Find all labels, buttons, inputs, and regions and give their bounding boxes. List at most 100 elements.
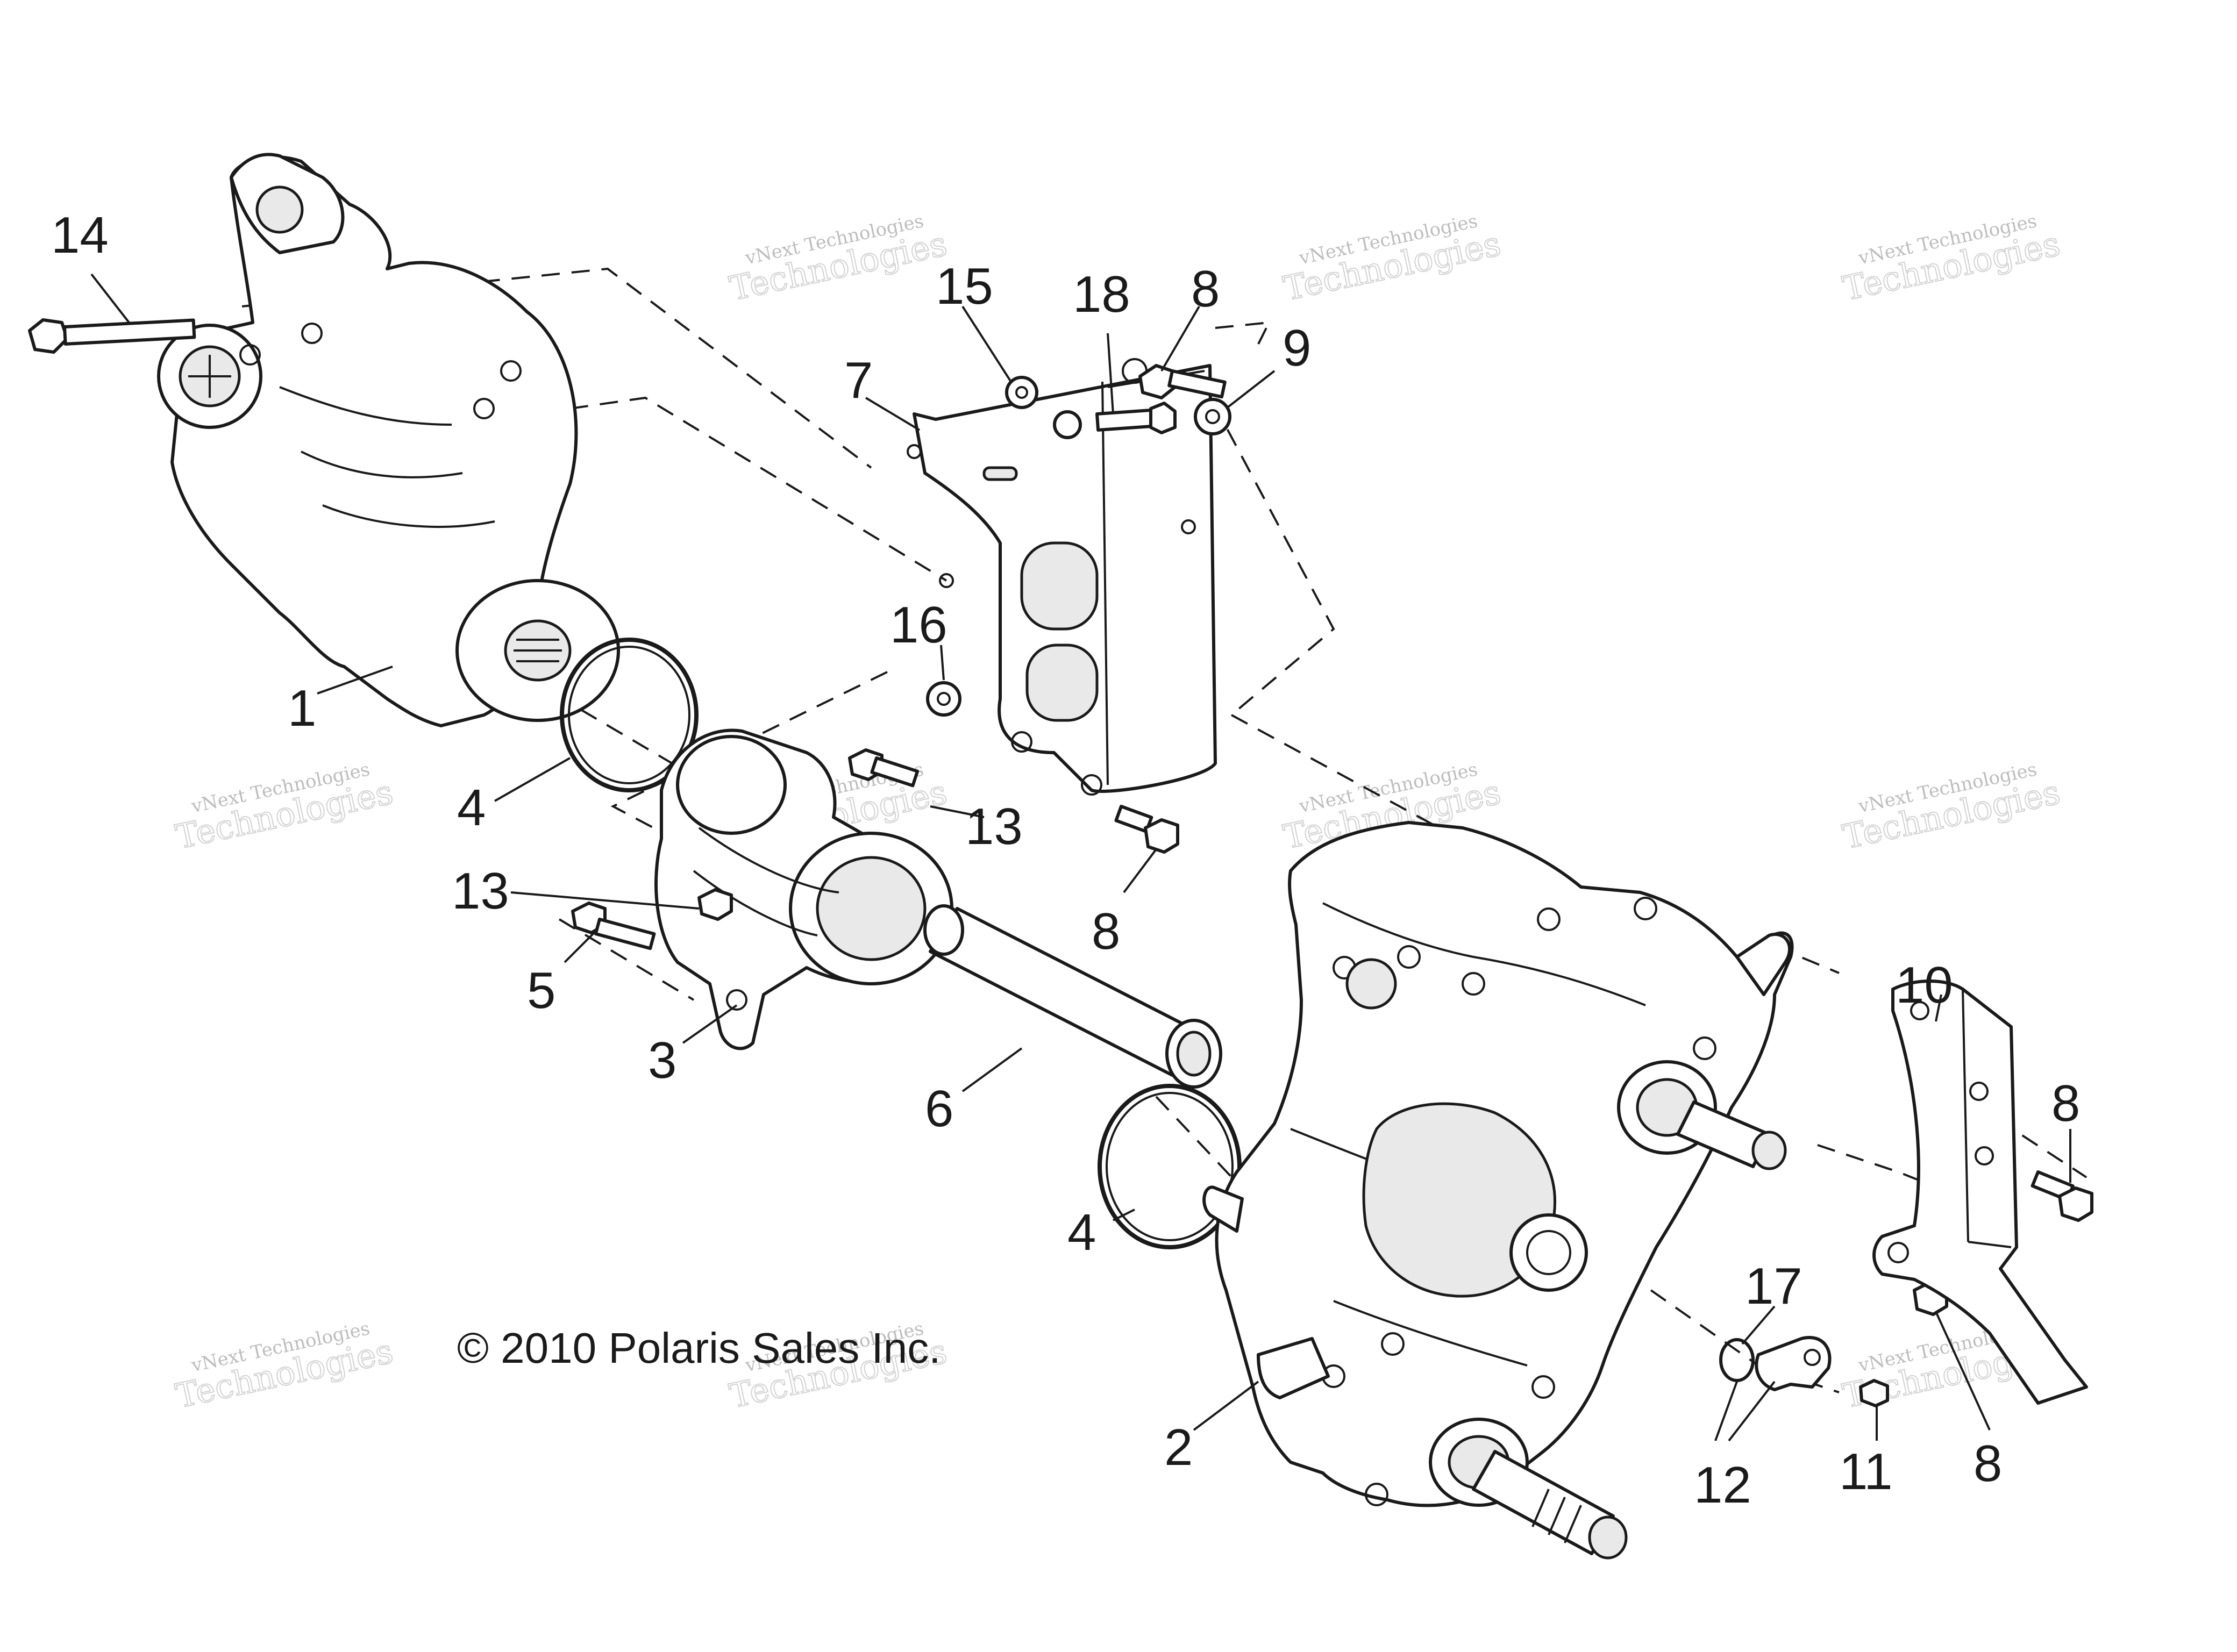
transmission-bolt <box>1634 897 1657 920</box>
leader-4-upper <box>494 757 571 802</box>
callout-17: 17 <box>1745 1257 1803 1315</box>
assembly-line <box>558 918 695 1001</box>
lower-shaft-spline-lines <box>1531 1489 1582 1543</box>
leader-13-lower <box>510 891 700 910</box>
assembly-line <box>569 396 947 582</box>
hardware <box>28 318 2093 1407</box>
bolt-8-right-head <box>2058 1186 2093 1222</box>
rear-bracket-edge <box>1962 989 2012 1248</box>
gearcase-bolt <box>239 344 261 366</box>
callout-8-lower: 8 <box>1974 1435 2002 1492</box>
washer-16 <box>926 681 961 717</box>
o-ring-upper-inner <box>568 646 690 784</box>
assembly-line <box>1198 376 1335 716</box>
nut-15-bore <box>1015 386 1028 399</box>
transmission-bolt <box>1537 907 1561 931</box>
leader-2 <box>1193 1381 1259 1431</box>
screw-11-head <box>1859 1379 1889 1407</box>
bracket-hole <box>1181 519 1196 534</box>
rear-bracket <box>1872 979 2088 1405</box>
leader-16 <box>940 645 945 681</box>
rear-bracket-hole <box>1969 1082 1989 1101</box>
leader-lines <box>90 273 2071 1442</box>
upper-shaft-spline-end <box>1751 1131 1787 1170</box>
callout-10: 10 <box>1896 956 1953 1014</box>
bolt-13-upper-shank <box>870 756 920 788</box>
lower-shaft-spline-end <box>1588 1515 1628 1560</box>
transmission-top-ear <box>1735 933 1792 996</box>
bracket-hole <box>1011 731 1032 753</box>
leader-13-upper <box>930 805 985 818</box>
leader-8-top <box>1160 305 1200 372</box>
callout-8-right: 8 <box>2051 1075 2080 1132</box>
gearcase-housing <box>168 155 578 727</box>
tube-rear-flange <box>676 735 787 835</box>
rear-bracket-hole <box>1910 1001 1929 1020</box>
leader-8-middle <box>1123 848 1157 893</box>
bolt-18-shank <box>1095 408 1159 432</box>
washer-9 <box>1194 398 1231 435</box>
leader-15 <box>961 305 1012 383</box>
washer-18 <box>1053 410 1082 439</box>
mounting-bracket <box>907 358 1217 796</box>
transmission-bolt <box>1531 1375 1555 1399</box>
callout-labels: 1 2 3 4 4 5 6 7 8 8 8 8 9 10 11 12 13 13… <box>51 206 2080 1514</box>
bracket-slot <box>982 466 1018 481</box>
washer-16-bore <box>937 692 951 706</box>
sleeve-end-spline <box>1176 1031 1212 1077</box>
leader-18 <box>1107 333 1114 414</box>
callout-1: 1 <box>288 680 316 737</box>
front-gearcase <box>157 153 620 727</box>
o-ring-lower-inner <box>1106 1092 1234 1241</box>
bolt-14-shank <box>63 318 196 346</box>
coupling-sleeve <box>923 904 1222 1089</box>
transmission-sensor-port <box>1345 958 1397 1010</box>
rear-bracket-plate <box>1872 979 2088 1405</box>
transmission-mount-tab <box>1257 1337 1330 1399</box>
leader-7 <box>865 397 921 431</box>
o-ring-17 <box>1719 1338 1755 1382</box>
callout-18: 18 <box>1073 266 1130 323</box>
leader-8-lower <box>1935 1311 1991 1431</box>
sleeve-body <box>929 907 1201 1077</box>
transmission-bolt <box>1365 1483 1388 1506</box>
leader-10 <box>1935 994 1942 1022</box>
transmission-bolt <box>1693 1036 1716 1060</box>
callout-5: 5 <box>527 962 555 1019</box>
callout-8-top: 8 <box>1191 260 1220 318</box>
bolt-8-middle-head <box>1144 818 1179 854</box>
copyright-notice: © 2010 Polaris Sales Inc. <box>457 1324 941 1372</box>
callout-16: 16 <box>890 596 947 654</box>
callout-14: 14 <box>51 206 109 264</box>
tube-bolt-hole <box>726 989 747 1011</box>
bolt-5-shank <box>594 918 656 950</box>
gearcase-mount-bushing <box>255 185 304 234</box>
leader-14 <box>90 273 130 324</box>
bolt-13-lower-head <box>697 888 733 921</box>
leader-17 <box>1741 1305 1776 1345</box>
washer-9-bore <box>1205 409 1220 424</box>
callout-4-lower: 4 <box>1067 1204 1096 1261</box>
bracket-hole <box>939 573 954 588</box>
callout-11: 11 <box>1839 1443 1893 1500</box>
leader-12b <box>1728 1381 1776 1442</box>
transmission-bolt <box>1462 972 1485 996</box>
transmission-input-stub <box>1202 1185 1244 1233</box>
callout-15: 15 <box>936 258 993 315</box>
shaft-tube-housing <box>654 728 953 1050</box>
sleeve-far-end <box>923 904 964 956</box>
bracket-cutout <box>1025 643 1099 722</box>
gearcase-rib <box>279 386 495 528</box>
callout-8-middle: 8 <box>1092 903 1120 960</box>
gearcase-hub-mark <box>188 355 231 398</box>
leader-4-lower <box>1113 1208 1135 1221</box>
bracket-hole <box>1081 774 1102 796</box>
transmission-bolt <box>1397 945 1421 969</box>
callout-6: 6 <box>925 1080 953 1138</box>
